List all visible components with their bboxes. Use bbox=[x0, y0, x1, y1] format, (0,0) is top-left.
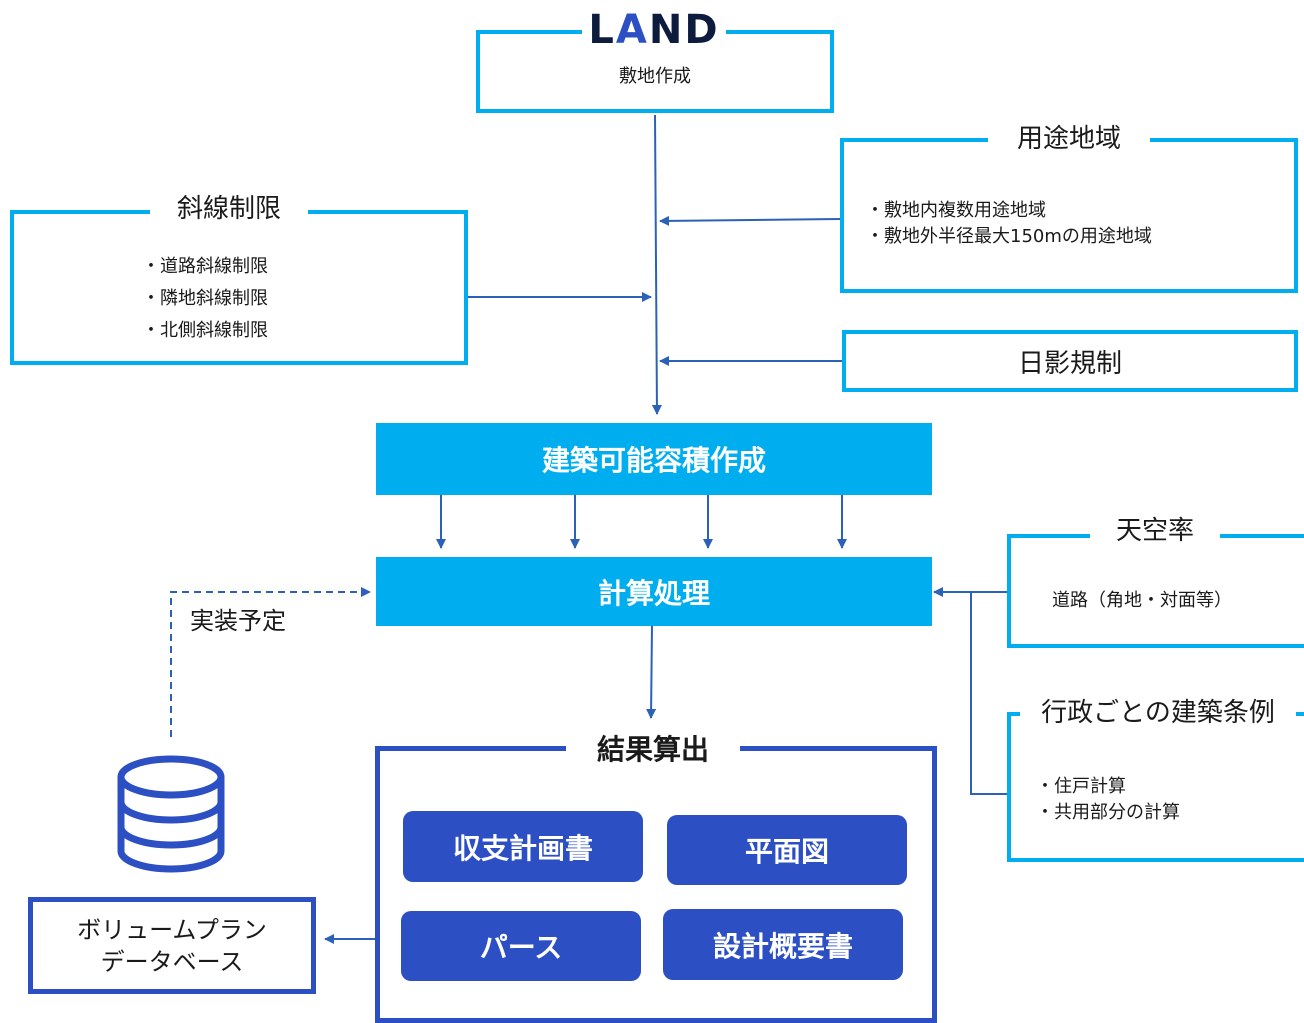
dashed-planned-connector bbox=[170, 587, 371, 737]
ordinance-title: 行政ごとの建築条例 bbox=[1020, 696, 1296, 730]
sky-factor-title: 天空率 bbox=[1090, 514, 1220, 548]
database-box: ボリュームプラン データベース bbox=[28, 897, 316, 994]
slope-limits-box bbox=[10, 210, 468, 365]
calculation-bar: 計算処理 bbox=[376, 557, 932, 626]
result-title: 結果算出 bbox=[566, 733, 740, 767]
volume-creation-label: 建築可能容積作成 bbox=[541, 444, 766, 477]
list-item: ・住戸計算 bbox=[1036, 776, 1126, 797]
arrow-zoning bbox=[659, 215, 841, 226]
database-label-line1: ボリュームプラン bbox=[77, 915, 267, 944]
list-item: ・隣地斜線制限 bbox=[142, 288, 268, 309]
list-item: ・敷地外半径最大150mの用途地域 bbox=[866, 226, 1152, 247]
database-label-line2: データベース bbox=[100, 947, 244, 976]
shadow-regulation-label: 日影規制 bbox=[1017, 348, 1122, 379]
list-item: ・道路斜線制限 bbox=[142, 256, 268, 277]
design-summary-button[interactable]: 設計概要書 bbox=[663, 909, 903, 980]
land-logo: LAND bbox=[582, 8, 726, 52]
arrow-land-to-volume bbox=[651, 114, 662, 415]
database-icon bbox=[117, 755, 225, 873]
ordinance-list: ・住戸計算 ・共用部分の計算 bbox=[1036, 774, 1180, 826]
planned-label: 実装予定 bbox=[190, 607, 286, 635]
sky-factor-item: 道路（角地・対面等） bbox=[1052, 590, 1232, 611]
perspective-button[interactable]: パース bbox=[401, 911, 641, 981]
sky-factor-box bbox=[1007, 534, 1304, 648]
floor-plan-label: 平面図 bbox=[744, 835, 829, 868]
shadow-regulation-box: 日影規制 bbox=[842, 330, 1298, 392]
calculation-label: 計算処理 bbox=[597, 576, 710, 610]
floor-plan-button[interactable]: 平面図 bbox=[667, 815, 907, 885]
list-item: ・北側斜線制限 bbox=[142, 320, 268, 341]
design-summary-label: 設計概要書 bbox=[712, 929, 853, 963]
slope-limits-title: 斜線制限 bbox=[150, 192, 308, 226]
perspective-label: パース bbox=[479, 931, 563, 964]
arrow-calc-result bbox=[646, 625, 657, 719]
income-plan-label: 収支計画書 bbox=[452, 831, 593, 865]
zoning-title: 用途地域 bbox=[988, 122, 1150, 156]
income-plan-button[interactable]: 収支計画書 bbox=[403, 811, 643, 882]
ordinance-box bbox=[1007, 712, 1304, 862]
zoning-list: ・敷地内複数用途地域 ・敷地外半径最大150mの用途地域 bbox=[866, 198, 1152, 250]
slope-limits-list: ・道路斜線制限 ・隣地斜線制限 ・北側斜線制限 bbox=[142, 254, 268, 344]
connector-ordinance bbox=[970, 592, 1007, 795]
logo-accent-letter: A bbox=[615, 7, 649, 53]
land-subtitle: 敷地作成 bbox=[619, 66, 691, 87]
volume-creation-bar: 建築可能容積作成 bbox=[376, 423, 932, 495]
list-item: ・共用部分の計算 bbox=[1036, 802, 1180, 823]
list-item: ・敷地内複数用途地域 bbox=[866, 200, 1046, 221]
